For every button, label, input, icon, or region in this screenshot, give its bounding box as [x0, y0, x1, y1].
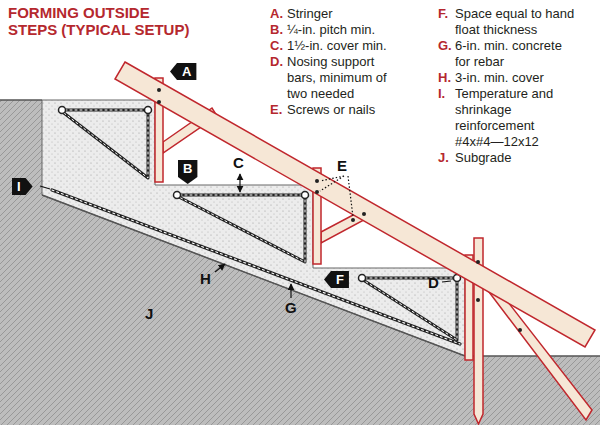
key-text: Temperature and shrinkage reinforcement …: [455, 86, 573, 150]
key-text: 6-in. min. concrete for rebar: [455, 38, 573, 70]
tag-letter: A: [182, 64, 191, 79]
key-text: ¼-in. pitch min.: [287, 22, 437, 38]
tag-outline: [178, 160, 197, 184]
tag-letter: I: [17, 179, 21, 194]
callout-letter: E: [337, 157, 347, 174]
key-letter: H.: [438, 70, 451, 86]
key-text: Screws or nails: [287, 102, 437, 118]
key-text: Space equal to hand float thickness: [455, 6, 593, 38]
tag-outline: [324, 271, 349, 288]
key-letter: I.: [438, 86, 445, 102]
key-letter: J.: [438, 150, 449, 166]
callout-tag: F: [324, 271, 349, 288]
callout-tag: B: [178, 160, 197, 184]
tag-letter: F: [336, 272, 344, 287]
key-text: Subgrade: [455, 150, 593, 166]
key-letter: A.: [270, 6, 283, 22]
callout-tag: A: [170, 63, 196, 80]
key-letter: F.: [438, 6, 448, 22]
key-letter: D.: [270, 54, 283, 70]
callout-letter: D: [428, 274, 439, 291]
key-letter: G.: [438, 38, 452, 54]
key-text: Stringer: [287, 6, 437, 22]
nosing-bars: [59, 107, 461, 282]
callout-tag: I: [12, 178, 33, 195]
callout-letter: C: [233, 154, 244, 171]
tag-outline: [12, 178, 33, 195]
tag-shape: [12, 178, 33, 195]
callout-letter: G: [285, 299, 297, 316]
key-letter: E.: [270, 102, 282, 118]
diagram-title: FORMING OUTSIDE STEPS (TYPICAL SETUP): [8, 4, 202, 38]
key-text: 3-in. min. cover: [455, 70, 593, 86]
tag-outline: [170, 63, 196, 80]
callout-letter: H: [200, 270, 211, 287]
key-text: Nosing support bars, minimum of two need…: [287, 54, 405, 102]
form-boards: [115, 62, 595, 424]
callout-letter: J: [145, 305, 153, 322]
key-text: 1½-in. cover min.: [287, 38, 437, 54]
key-letter: B.: [270, 22, 283, 38]
key-letter: C.: [270, 38, 283, 54]
tag-letter: B: [183, 161, 192, 176]
leader-lines: [40, 174, 451, 298]
